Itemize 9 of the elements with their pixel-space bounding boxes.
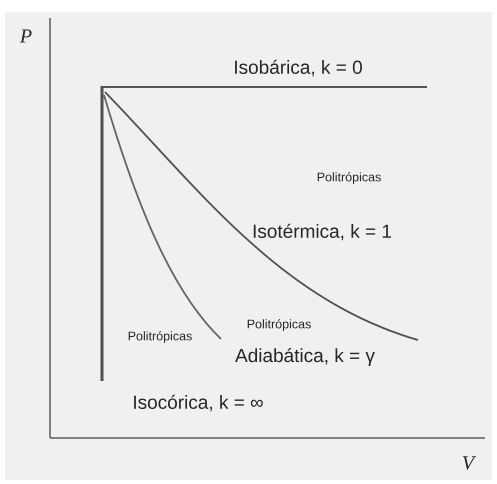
process-label: Isobárica, k = 0: [235, 60, 362, 76]
region-label: Politrópicas: [248, 319, 311, 331]
region-label: Politrópicas: [128, 331, 192, 343]
process-label: Isocórica, k = ∞: [134, 394, 263, 412]
axis-label: V: [462, 456, 476, 470]
process-label: Isotérmica, k = 1: [254, 224, 391, 240]
process-label: Adiabática, k = γ: [235, 348, 375, 366]
region-label: Politrópicas: [318, 172, 381, 184]
axis-label: P: [20, 29, 32, 43]
